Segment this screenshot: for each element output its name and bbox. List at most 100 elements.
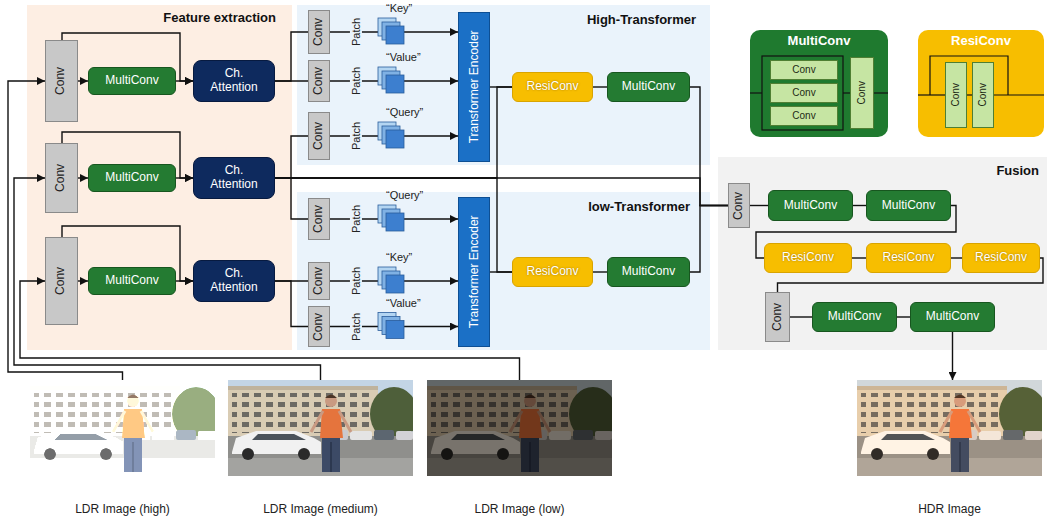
connector — [176, 280, 193, 281]
conv-block: Conv — [850, 57, 874, 129]
block-label: Conv — [312, 312, 326, 340]
block-label: Conv — [792, 110, 815, 122]
image-caption: LDR Image (medium) — [263, 503, 378, 517]
conv-block: Conv — [308, 60, 330, 102]
token-label: “Query” — [386, 189, 423, 201]
patch-label: Patch — [350, 310, 362, 342]
token-label: “Query” — [386, 106, 423, 118]
conv-block: Conv — [770, 83, 838, 103]
conv-block: Conv — [308, 198, 330, 240]
connector — [790, 316, 812, 317]
legend-panel: MultiConvConvConvConvConv — [750, 30, 888, 137]
connector — [750, 205, 768, 206]
connector — [690, 206, 728, 273]
block-label: Conv — [732, 191, 746, 219]
block-label: Conv — [771, 303, 785, 331]
patch-square — [386, 26, 404, 44]
block-label: ResiConv — [526, 265, 578, 279]
image-node: LDR Image (high) — [30, 380, 215, 520]
block-label: Conv — [792, 64, 815, 76]
connector — [852, 257, 866, 258]
legend-panel: ResiConvConvConv — [918, 30, 1044, 137]
patch-icon — [378, 267, 404, 293]
patch-square — [386, 130, 404, 148]
connector — [593, 86, 607, 87]
image-node: LDR Image (low) — [427, 380, 612, 520]
connector — [853, 205, 866, 206]
block-label: MultiConv — [105, 74, 158, 88]
connector — [275, 178, 308, 219]
resiconv-block: ResiConv — [764, 243, 852, 273]
patch-label: Patch — [350, 120, 362, 152]
attention-block: Ch. Attention — [193, 260, 275, 302]
conv-block: Conv — [45, 40, 78, 122]
connector — [176, 177, 193, 178]
connector — [275, 281, 308, 327]
attention-block: Ch. Attention — [193, 60, 275, 102]
conv-block: Conv — [728, 183, 750, 228]
connector — [176, 80, 193, 81]
block-label: Transformer Encoder — [467, 31, 481, 144]
block-label: ResiConv — [882, 251, 934, 265]
conv-block: Conv — [45, 143, 78, 213]
patch-square — [386, 321, 404, 339]
block-label: Conv — [977, 83, 989, 106]
token-label: “Key” — [386, 251, 412, 263]
conv-block: Conv — [765, 292, 790, 342]
panel-title: Feature extraction — [27, 11, 276, 26]
patch-label: Patch — [350, 65, 362, 97]
panel-ground — [27, 5, 292, 350]
panel-ground — [750, 30, 888, 137]
conv-block: Conv — [308, 262, 330, 300]
connector — [78, 177, 88, 178]
conv-block: Conv — [308, 306, 330, 347]
connector — [593, 271, 607, 272]
conv-block: Conv — [945, 62, 967, 128]
connector — [275, 136, 308, 178]
wire — [994, 94, 1044, 95]
wire — [918, 94, 945, 95]
ldr-high-photo — [30, 380, 220, 476]
block-label: MultiConv — [622, 265, 675, 279]
block-label: Ch. Attention — [203, 67, 265, 95]
token-label: “Value” — [386, 51, 421, 63]
block-label: Conv — [55, 267, 69, 295]
patch-label: Patch — [350, 16, 362, 48]
panel-ground — [718, 157, 1047, 350]
block-label: MultiConv — [926, 310, 979, 324]
patch-square — [386, 75, 404, 93]
image-caption: HDR Image — [918, 503, 981, 517]
connector — [78, 80, 88, 81]
resiconv-block: ResiConv — [512, 257, 593, 287]
conv-block: Conv — [972, 62, 994, 128]
patch-icon — [378, 18, 404, 44]
block-label: Conv — [312, 18, 326, 46]
block-label: MultiConv — [784, 199, 837, 213]
block-label: Ch. Attention — [203, 164, 265, 192]
patch-label: Patch — [350, 203, 362, 235]
block-label: Ch. Attention — [203, 267, 265, 295]
group-panel: Feature extractionConvMultiConvCh. Atten… — [27, 5, 292, 350]
connector — [897, 316, 910, 317]
skip-bracket — [930, 56, 1008, 95]
multiconv-block: MultiConv — [88, 267, 176, 295]
patch-square — [386, 213, 404, 231]
multiconv-block: MultiConv — [88, 164, 176, 192]
patch-icon — [378, 122, 404, 148]
conv-block: Conv — [770, 60, 838, 80]
panel-ground — [297, 5, 710, 165]
group-panel: FusionConvMultiConvMultiConvResiConvResi… — [718, 157, 1047, 350]
connector — [8, 81, 123, 380]
conv-block: Conv — [45, 237, 78, 325]
parallel-bracket — [762, 56, 843, 130]
block-label: Conv — [792, 87, 815, 99]
conv-block: Conv — [308, 112, 330, 160]
patch-icon — [378, 313, 404, 339]
block-label: MultiConv — [105, 274, 158, 288]
block-label: Conv — [950, 83, 962, 106]
token-label: “Key” — [386, 2, 412, 14]
multiconv-block: MultiConv — [768, 190, 853, 221]
block-label: MultiConv — [882, 199, 935, 213]
block-label: MultiConv — [105, 171, 158, 185]
